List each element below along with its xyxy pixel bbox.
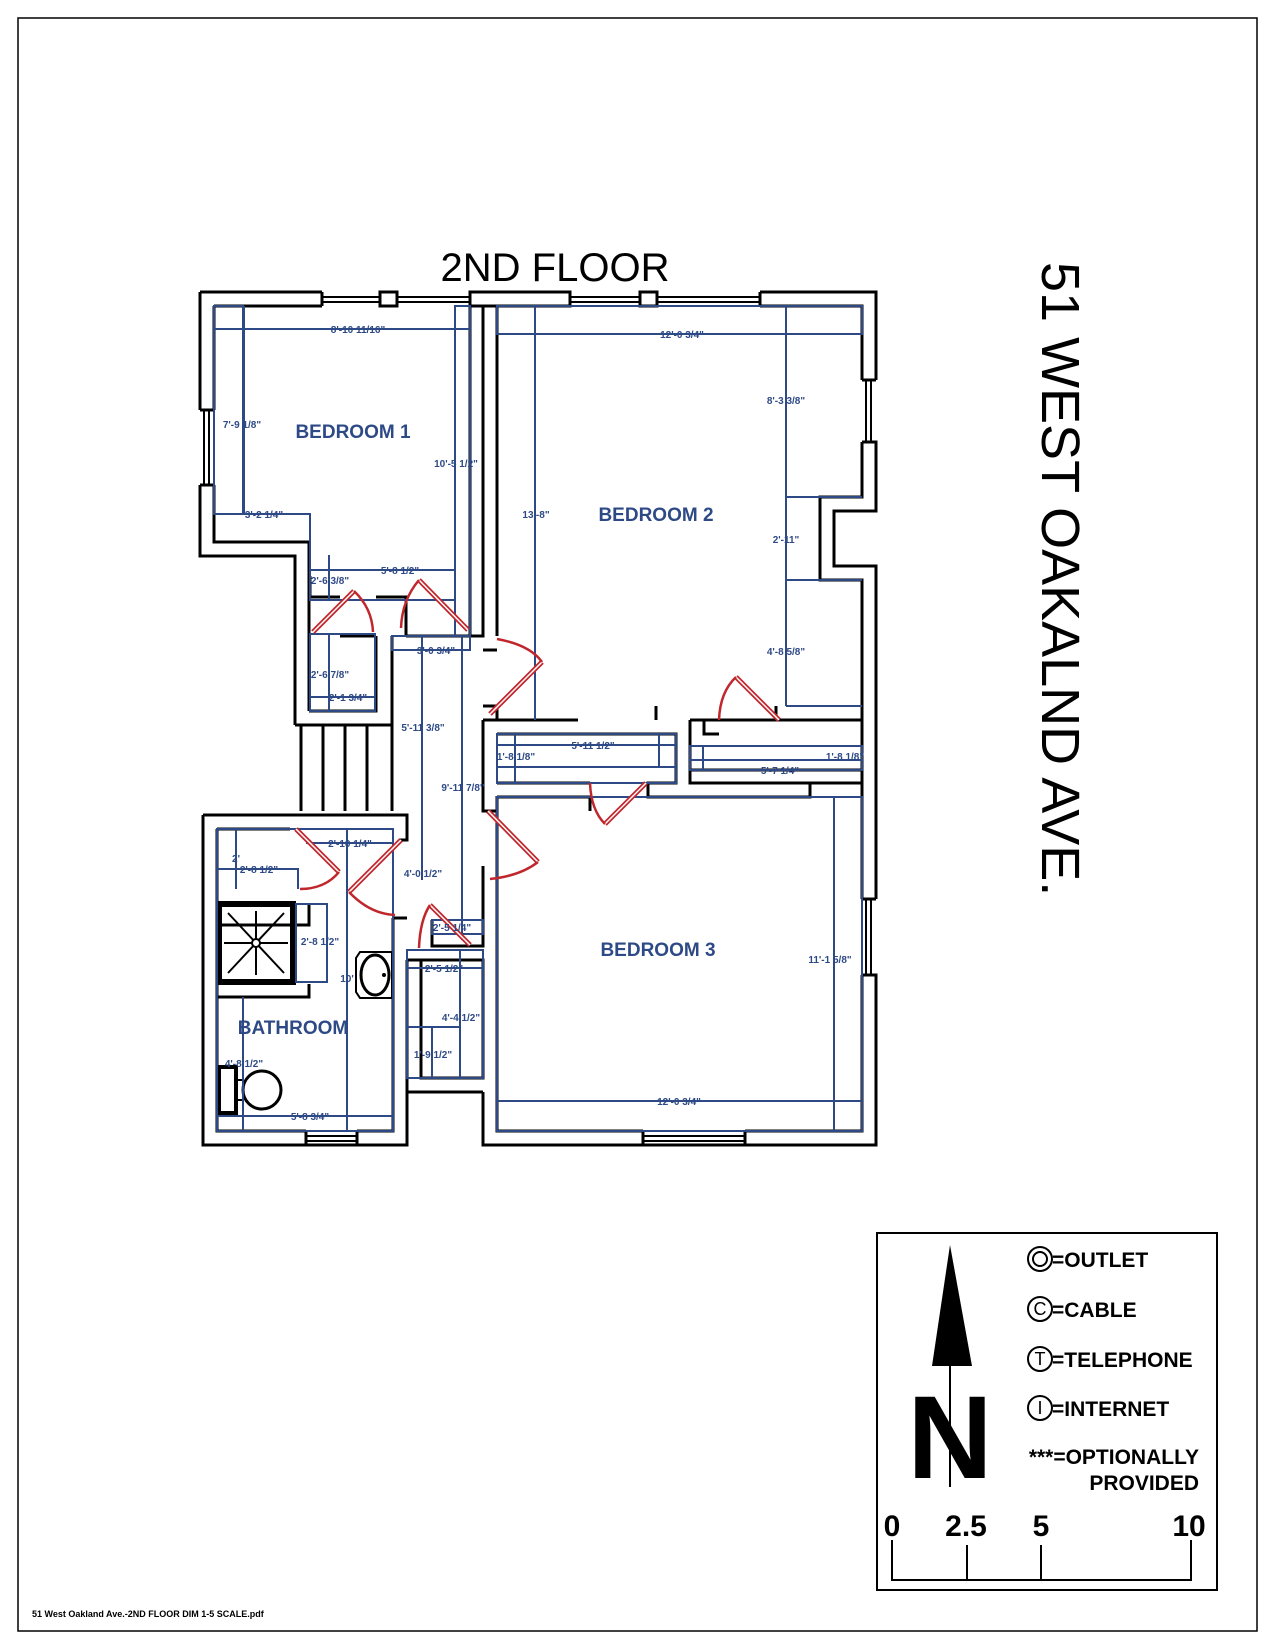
door-linen xyxy=(417,903,472,949)
svg-text:0: 0 xyxy=(884,1510,901,1543)
dim-br2-width: 12'-0 3/4" xyxy=(660,330,704,341)
floor-plan: BEDROOM 1 BEDROOM 2 BEDROOM 3 BATHROOM 8… xyxy=(198,290,878,1147)
svg-text:=CABLE: =CABLE xyxy=(1052,1299,1137,1322)
svg-text:=INTERNET: =INTERNET xyxy=(1052,1398,1169,1421)
dim-bath-top: 2'-10 1/4" xyxy=(328,839,372,850)
dim-br2-right-upper: 8'-3 3/8" xyxy=(767,396,806,407)
svg-text:C: C xyxy=(1034,1299,1047,1319)
dim-hall-right: 9'-11 7/8" xyxy=(441,783,485,794)
dim-br1-left: 7'-9 1/8" xyxy=(223,420,262,431)
legend-item-outlet: =OUTLET xyxy=(1027,1246,1148,1272)
dim-bath-vanity-h: 2' xyxy=(232,854,240,865)
dim-linen-width: 2'-5 1/2" xyxy=(425,964,464,975)
shower-icon xyxy=(216,901,296,985)
dimension-lines xyxy=(213,305,863,1132)
dimension-labels: 8'-10 11/16" 7'-9 1/8" 10'-5 1/2" 3'-2 1… xyxy=(223,325,865,1123)
room-label-bedroom1: BEDROOM 1 xyxy=(295,422,411,443)
svg-text:2.5: 2.5 xyxy=(945,1510,987,1543)
toilet-icon xyxy=(217,1065,283,1115)
dim-linen-top: 2'-5 1/4" xyxy=(433,923,472,934)
dim-br3-height: 11'-1 5/8" xyxy=(808,955,852,966)
legend-item-cable: C =CABLE xyxy=(1027,1296,1137,1322)
svg-text:5: 5 xyxy=(1033,1510,1050,1543)
dim-closet4-depth: 1'-8 1/8" xyxy=(826,752,865,763)
dim-closet2-depth: 2'-6 7/8" xyxy=(311,670,350,681)
sink-icon xyxy=(355,951,393,999)
dim-closet3-width: 5'-11 1/2" xyxy=(571,741,615,752)
dim-bath-length: 10' xyxy=(340,974,354,985)
door-closet3 xyxy=(588,781,648,826)
dim-hall-lower: 4'-0 1/2" xyxy=(404,869,443,880)
dim-shower: 2'-8 1/2" xyxy=(301,937,340,948)
north-label: N xyxy=(907,1372,992,1504)
right-wall xyxy=(481,378,878,1147)
dim-br1-width: 8'-10 11/16" xyxy=(331,325,386,336)
room-label-bedroom3: BEDROOM 3 xyxy=(600,940,715,961)
svg-text:I: I xyxy=(1037,1398,1042,1418)
dim-closet1-depth: 2'-6 3/8" xyxy=(311,576,350,587)
north-arrow-icon: N xyxy=(907,1245,993,1504)
dim-br1-right: 10'-5 1/2" xyxy=(434,459,478,470)
dim-br2-height: 13'-8" xyxy=(522,510,549,521)
room-label-bedroom2: BEDROOM 2 xyxy=(598,505,713,526)
doors xyxy=(294,578,781,949)
svg-text:T: T xyxy=(1035,1349,1046,1369)
room-label-bathroom: BATHROOM xyxy=(238,1018,348,1039)
dim-br2-right-lower: 4'-8 5/8" xyxy=(767,647,806,658)
dim-br3-width: 12'-0 3/4" xyxy=(657,1097,701,1108)
page-border xyxy=(17,17,1258,1632)
top-wall xyxy=(198,290,878,410)
door-bedroom1 xyxy=(399,578,470,632)
svg-text:=OUTLET: =OUTLET xyxy=(1052,1249,1148,1272)
dim-linen-height: 4'-4 1/2" xyxy=(442,1013,481,1024)
svg-text:10: 10 xyxy=(1172,1510,1205,1543)
footer-filename: 51 West Oakland Ave.-2ND FLOOR DIM 1-5 S… xyxy=(32,1609,265,1619)
door-vanity xyxy=(294,827,341,891)
scale-bar: 0 2.5 5 10 xyxy=(884,1510,1206,1581)
dim-hall-left: 5'-11 3/8" xyxy=(401,723,445,734)
door-bathroom xyxy=(347,838,403,917)
dim-bath-bottom: 5'-8 3/4" xyxy=(291,1112,330,1123)
dim-br1-alcove: 3'-2 1/4" xyxy=(245,510,284,521)
address-label: 51 WEST OAKALND AVE. xyxy=(1030,262,1090,896)
dim-closet2-width: 2'-1 3/4" xyxy=(329,693,368,704)
dim-closet4-width: 5'-7 1/4" xyxy=(761,766,800,777)
dim-hall-top: 3'-0 3/4" xyxy=(417,646,456,657)
legend-item-telephone: T =TELEPHONE xyxy=(1027,1346,1193,1372)
door-closet4 xyxy=(717,675,781,722)
legend-optional-line2: PROVIDED xyxy=(1089,1472,1199,1495)
dim-bath-vanity-w: 2'-8 1/2" xyxy=(240,865,279,876)
dim-linen-lower: 1'-9 1/2" xyxy=(414,1050,453,1061)
legend-optional-line1: ***=OPTIONALLY xyxy=(1029,1446,1199,1469)
dim-br2-bumpout: 2'-11" xyxy=(773,535,800,546)
legend-item-internet: I =INTERNET xyxy=(1027,1395,1169,1421)
legend-box: N =OUTLET C =CABLE T =TELEPHONE I =INTER… xyxy=(876,1232,1218,1591)
svg-text:=TELEPHONE: =TELEPHONE xyxy=(1052,1349,1193,1372)
door-bedroom3 xyxy=(486,809,540,881)
floor-title: 2ND FLOOR xyxy=(441,246,670,290)
door-bedroom2 xyxy=(488,637,544,716)
dim-closet3-depth: 1'-8 1/8" xyxy=(497,752,536,763)
door-closet1 xyxy=(311,589,375,634)
dim-br1-closet-wall: 5'-8 1/2" xyxy=(381,566,420,577)
dim-bath-toilet: 4'-8 1/2" xyxy=(225,1059,264,1070)
